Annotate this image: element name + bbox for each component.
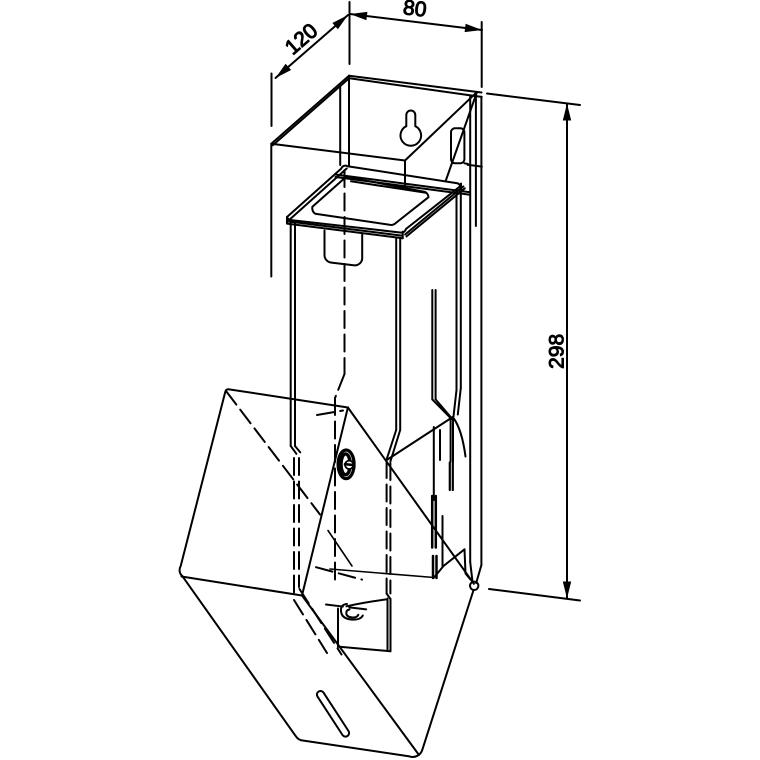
svg-text:298: 298	[546, 334, 569, 369]
svg-text:80: 80	[402, 0, 428, 22]
